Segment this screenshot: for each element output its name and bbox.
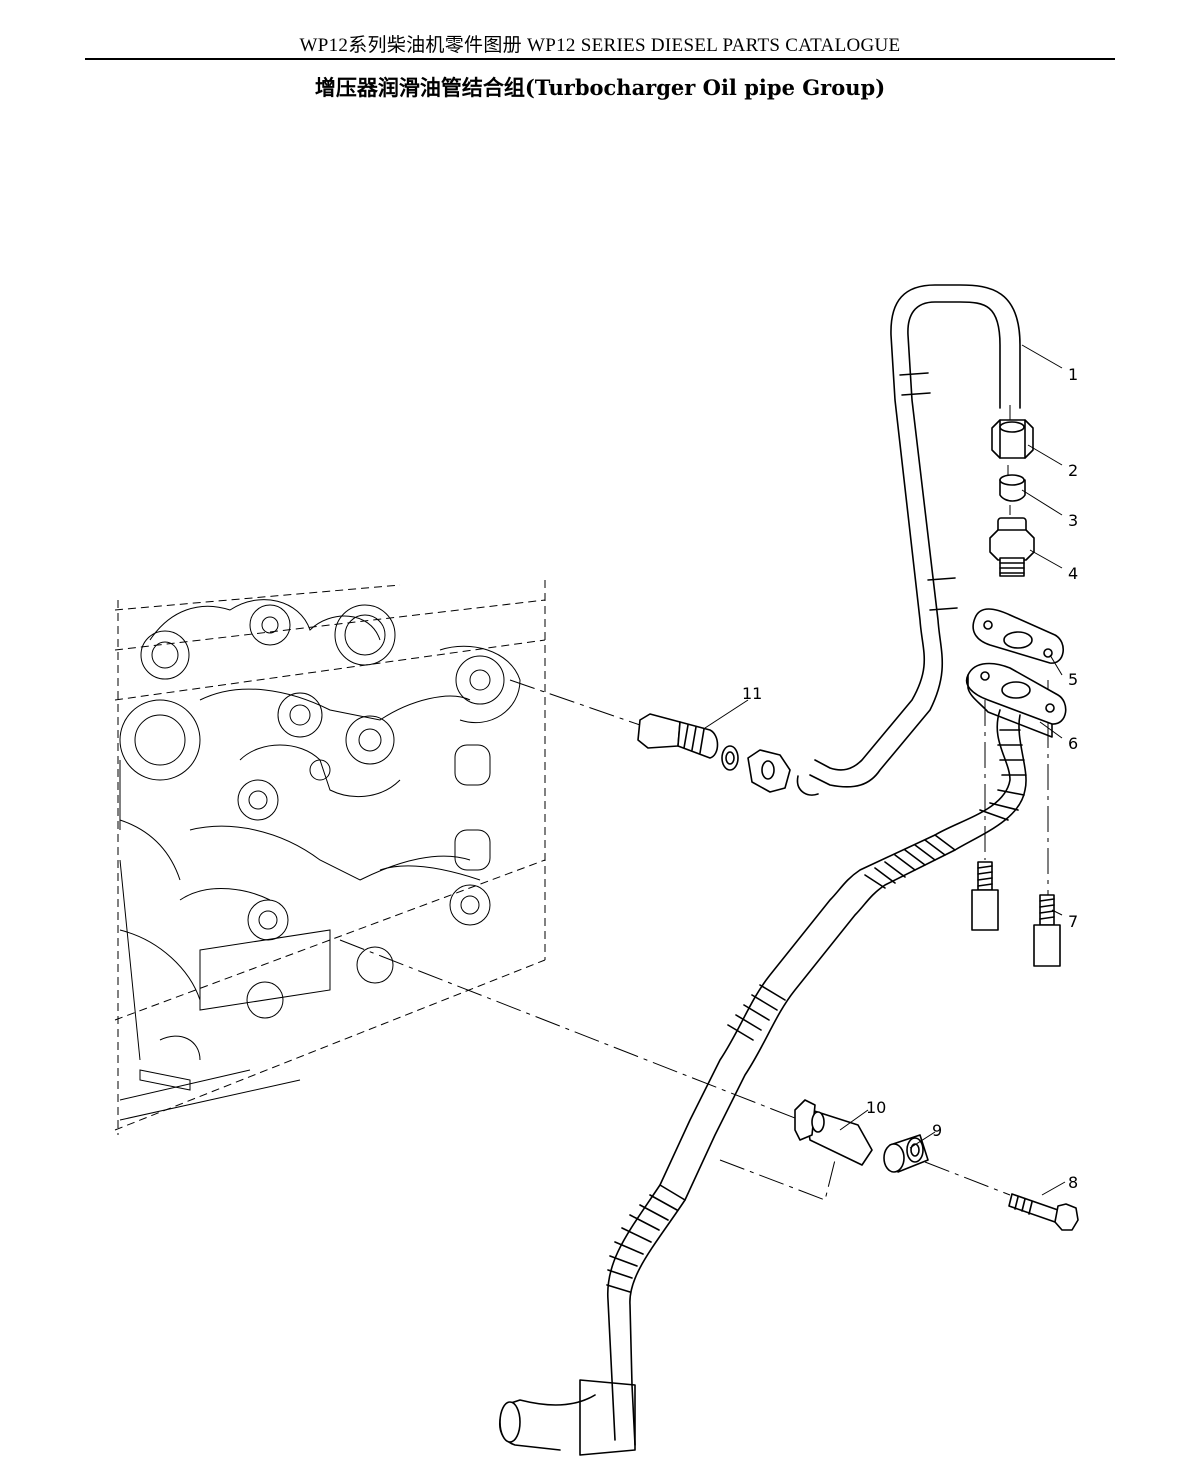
callout-4: 4 — [1068, 564, 1078, 583]
studs — [971, 861, 1061, 967]
assembly-centerlines — [339, 405, 1049, 1201]
callout-11: 11 — [742, 684, 762, 703]
callout-leaders — [704, 344, 1066, 1196]
bracket — [794, 1099, 873, 1166]
callout-8: 8 — [1068, 1173, 1078, 1192]
callout-6: 6 — [1068, 734, 1078, 753]
callout-1: 1 — [1068, 365, 1078, 384]
callout-labels: 1 2 3 4 5 6 7 8 9 10 11 — [742, 365, 1078, 1192]
header-rule — [85, 58, 1115, 60]
callout-2: 2 — [1068, 461, 1078, 480]
nut — [991, 419, 1034, 459]
engine-block-illustration — [114, 580, 546, 1135]
callout-7: 7 — [1068, 912, 1078, 931]
connector — [989, 517, 1035, 577]
gasket — [972, 608, 1064, 664]
oil-return-pipe — [499, 662, 1067, 1456]
page-title: 增压器润滑油管结合组(Turbocharger Oil pipe Group) — [314, 75, 886, 100]
callout-9: 9 — [932, 1121, 942, 1140]
ferrule — [999, 474, 1026, 502]
catalogue-header: WP12系列柴油机零件图册 WP12 SERIES DIESEL PARTS C… — [299, 35, 901, 56]
callout-3: 3 — [1068, 511, 1078, 530]
bolt — [1008, 1193, 1079, 1231]
oil-inlet-pipe — [796, 284, 1021, 796]
callout-5: 5 — [1068, 670, 1078, 689]
callout-10: 10 — [866, 1098, 886, 1117]
adapter — [637, 713, 791, 793]
spacer — [883, 1134, 929, 1173]
